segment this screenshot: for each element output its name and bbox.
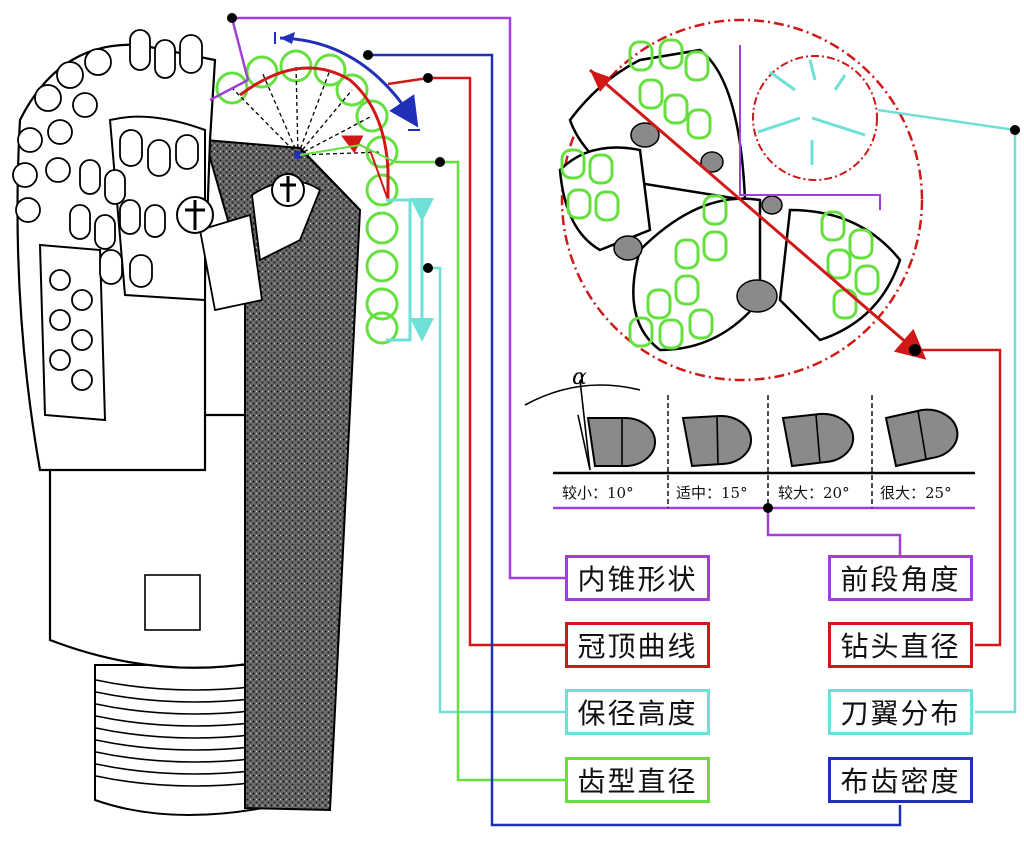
label-inner-cone-shape: 内锥形状 [565,555,710,601]
gauge-height-bracket [386,198,434,342]
bit-bottom-view [558,18,927,382]
label-cutter-diameter: 齿型直径 [565,757,710,803]
label-cutter-density: 布齿密度 [828,757,973,803]
cone-angle-arc [274,32,420,131]
angle-option-very-large: 很大：25° [880,484,952,502]
crown-profile-cutters [215,49,399,345]
angle-option-large: 较大：20° [778,484,850,502]
angle-option-small: 较小：10° [562,484,634,502]
label-front-angle: 前段角度 [828,555,973,601]
label-crown-curve: 冠顶曲线 [565,622,710,668]
label-gauge-height: 保径高度 [565,689,710,735]
crown-curve-line [239,66,390,200]
label-blade-distribution: 刀翼分布 [828,689,973,735]
leader-lines [209,16,1017,827]
crown-radial-lines [231,65,383,156]
drill-bit-illustration [12,29,362,816]
angle-option-moderate: 适中：15° [676,484,748,502]
label-bit-diameter: 钻头直径 [828,622,973,668]
alpha-symbol: α [572,365,587,390]
